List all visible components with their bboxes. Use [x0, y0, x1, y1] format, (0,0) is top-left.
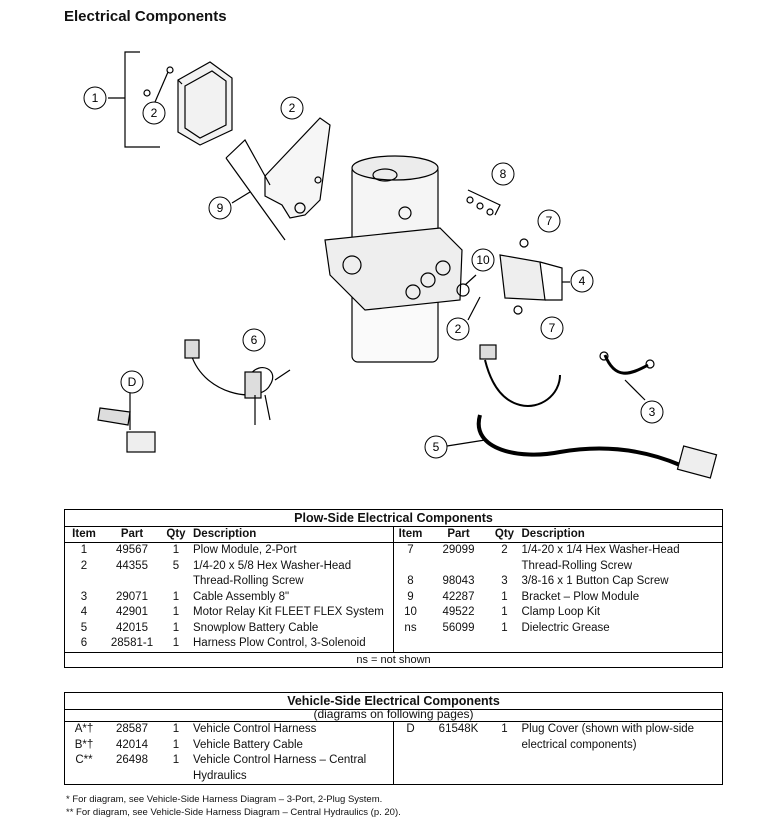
- three-solenoid-harness: [189, 349, 274, 396]
- header-qty: Qty: [494, 528, 515, 540]
- footnote-single: * For diagram, see Vehicle-Side Harness …: [66, 794, 383, 805]
- callout-3: 3: [640, 400, 664, 424]
- vehicle-table-subtitle: (diagrams on following pages): [65, 708, 722, 722]
- callout-6: 6: [242, 328, 266, 352]
- svg-text:2: 2: [455, 322, 462, 336]
- callout-4: 4: [570, 269, 594, 293]
- svg-text:6: 6: [251, 333, 258, 347]
- callout-1: 1: [83, 86, 107, 110]
- svg-text:7: 7: [546, 214, 553, 228]
- footnote-double: ** For diagram, see Vehicle-Side Harness…: [66, 807, 401, 818]
- svg-text:7: 7: [549, 321, 556, 335]
- svg-text:D: D: [128, 375, 137, 389]
- header-desc: Description: [521, 528, 585, 540]
- callout-d: D: [120, 370, 144, 394]
- vehicle-table-title: Vehicle-Side Electrical Components: [65, 693, 722, 710]
- footnotes: * For diagram, see Vehicle-Side Harness …: [66, 793, 401, 819]
- header-part: Part: [120, 528, 144, 540]
- header-item: Item: [72, 528, 96, 540]
- plow-table-title: Plow-Side Electrical Components: [65, 510, 722, 527]
- header-qty: Qty: [166, 528, 186, 540]
- callout-2b: 2: [280, 96, 304, 120]
- callout-2c: 2: [446, 317, 470, 341]
- callout-2a: 2: [142, 101, 166, 125]
- page-title: Electrical Components: [64, 8, 227, 25]
- module-bracket-part: [264, 117, 331, 219]
- svg-text:2: 2: [151, 106, 158, 120]
- svg-text:1: 1: [92, 91, 99, 105]
- battery-cable-part: [603, 354, 649, 375]
- svg-text:4: 4: [579, 274, 586, 288]
- motor-relay-part: [499, 254, 546, 301]
- callout-5: 5: [424, 435, 448, 459]
- vehicle-side-parts-table: Vehicle-Side Electrical Components (diag…: [64, 692, 723, 785]
- callout-7a: 7: [537, 209, 561, 233]
- plug-cover-part: [97, 407, 131, 426]
- header-part: Part: [447, 528, 470, 540]
- exploded-parts-diagram: 1 2 2 9 8 7 10 4 2 7 6 D 3 5: [83, 51, 718, 479]
- svg-text:10: 10: [476, 253, 490, 267]
- not-shown-note: ns = not shown: [65, 651, 722, 667]
- svg-text:5: 5: [433, 440, 440, 454]
- header-item: Item: [398, 528, 423, 540]
- svg-text:2: 2: [289, 101, 296, 115]
- plow-side-parts-table: Plow-Side Electrical Components Item Par…: [64, 509, 723, 668]
- svg-text:9: 9: [217, 201, 224, 215]
- svg-text:8: 8: [500, 167, 507, 181]
- callout-8: 8: [491, 162, 515, 186]
- table-header: Item Part Qty Description: [393, 527, 722, 543]
- table-header: Item Part Qty Description: [65, 527, 393, 543]
- callout-10: 10: [471, 248, 495, 272]
- callout-9: 9: [208, 196, 232, 220]
- callout-7b: 7: [540, 316, 564, 340]
- header-desc: Description: [193, 528, 257, 540]
- cable-assembly-part: [476, 414, 681, 467]
- svg-text:3: 3: [649, 405, 656, 419]
